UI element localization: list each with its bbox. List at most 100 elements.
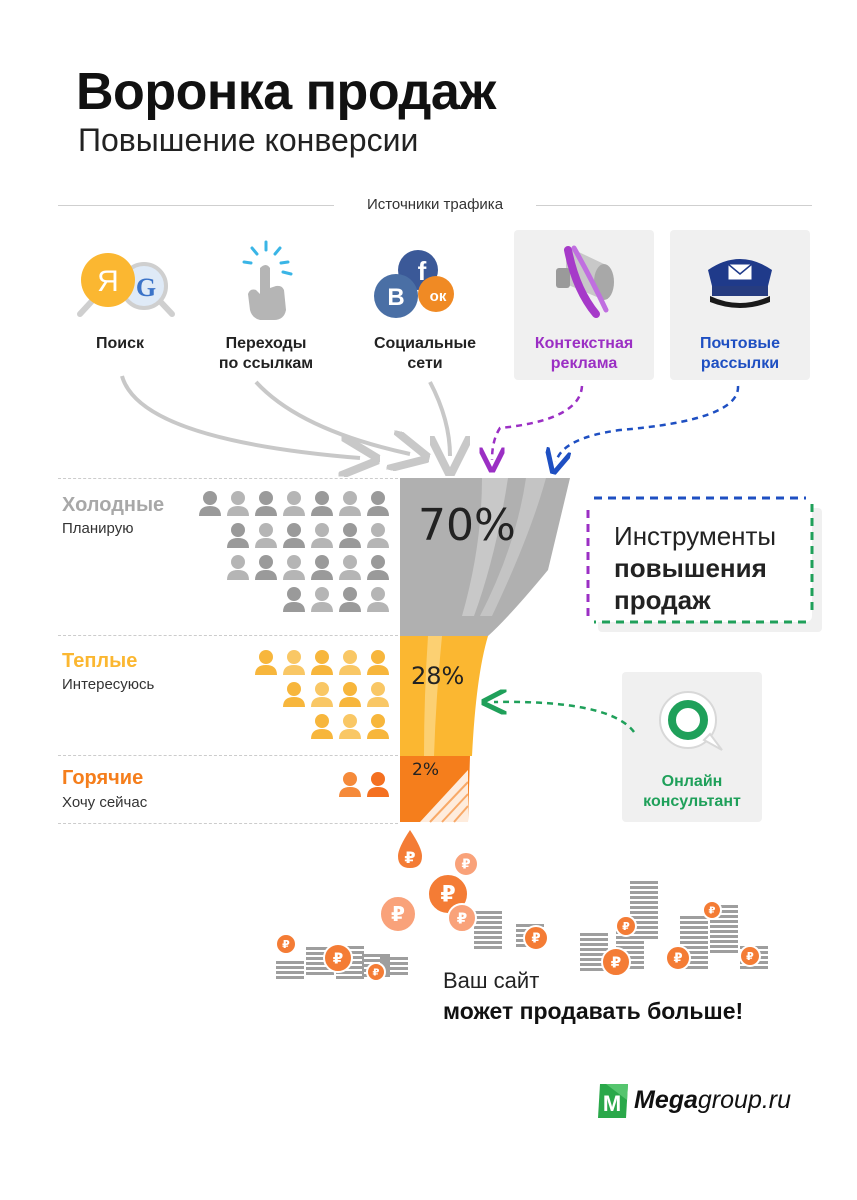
coin-stack-bar — [680, 931, 708, 934]
postman-cap-icon — [708, 259, 772, 308]
coin-stack-bar — [680, 916, 708, 919]
coin-stack-bar — [306, 972, 334, 975]
coin-stack-bar — [380, 962, 408, 965]
person-icon — [367, 650, 389, 675]
person-icon — [339, 682, 361, 707]
person-icon — [227, 491, 249, 516]
click-hand-icon — [242, 240, 293, 320]
ruble-symbol: ₽ — [461, 858, 470, 873]
coin-stack-bar — [630, 886, 658, 889]
coin-stack-bar — [306, 947, 334, 950]
ruble-symbol: ₽ — [746, 950, 754, 963]
ruble-coin — [702, 900, 722, 920]
person-icon — [367, 555, 389, 580]
person-icon — [311, 682, 333, 707]
source-label-search: Поиск — [95, 335, 144, 352]
person-icon — [311, 491, 333, 516]
ruble-symbol: ₽ — [282, 938, 290, 951]
tools-title: Инструменты повышения продаж — [614, 521, 777, 615]
coin-stack-bar — [580, 943, 608, 946]
traffic-arrows — [120, 375, 740, 480]
ruble-coin — [275, 933, 297, 955]
coin-stack-bar — [680, 961, 708, 964]
coin-stack-bar — [710, 950, 738, 953]
person-icon — [367, 523, 389, 548]
person-icon — [339, 555, 361, 580]
coin-stack-bar — [680, 956, 708, 959]
person-icon — [283, 650, 305, 675]
stage-subtitle-warm: Интересуюсь — [62, 676, 155, 693]
coin-stack-bar — [336, 976, 364, 979]
person-icon — [283, 555, 305, 580]
coin-stack-bar — [580, 963, 608, 966]
coin-stack-bar — [630, 896, 658, 899]
stage-separator-cold — [58, 635, 398, 636]
coin-stack-bar — [710, 905, 738, 908]
coins-illustration: ₽₽₽₽₽₽₽₽₽₽₽₽₽₽ — [275, 830, 768, 982]
coin-stack-bar — [710, 910, 738, 913]
brand-name: Megagroup.ru — [634, 1086, 792, 1114]
yandex-letter: Я — [97, 265, 119, 298]
person-icon — [367, 587, 389, 612]
funnel-segment-warm — [400, 636, 488, 756]
ruble-symbol: ₽ — [391, 902, 405, 926]
ruble-coin — [523, 925, 549, 951]
megagroup-logo-icon: M — [598, 1084, 628, 1118]
coin-stack-bar — [680, 951, 708, 954]
coin-stack-bar — [630, 891, 658, 894]
google-letter: G — [136, 273, 156, 302]
ruble-symbol: ₽ — [333, 949, 343, 967]
coin-stack-bar — [336, 946, 364, 949]
coin-stack-bar — [474, 946, 502, 949]
stage-subtitle-cold: Планирую — [62, 520, 134, 537]
stage-name-warm: Теплые — [62, 650, 138, 672]
ruble-coin — [447, 903, 477, 933]
ok-letter: ок — [430, 288, 447, 305]
coin-stack-bar — [474, 936, 502, 939]
person-icon — [255, 650, 277, 675]
arrow-social — [428, 381, 450, 456]
divider-left — [58, 205, 334, 206]
coin-stack-bar — [680, 921, 708, 924]
page-title: Воронка продаж — [76, 63, 496, 121]
ruble-symbol: ₽ — [709, 905, 716, 916]
coin-stack-bar — [616, 941, 644, 944]
stage-subtitle-hot: Хочу сейчас — [62, 794, 148, 811]
stage-separator-hot — [58, 823, 398, 824]
coin-stack-bar — [630, 901, 658, 904]
person-icon — [339, 587, 361, 612]
person-icon — [311, 523, 333, 548]
person-icon — [199, 491, 221, 516]
person-icon — [255, 523, 277, 548]
coin-stack-bar — [680, 936, 708, 939]
coin-stack-bar — [306, 967, 334, 970]
page-subtitle: Повышение конверсии — [78, 122, 419, 158]
ruble-symbol: ₽ — [373, 967, 380, 978]
chat-bubble-icon — [659, 691, 723, 751]
coin-stack-bar — [474, 911, 502, 914]
ruble-coin — [323, 943, 353, 973]
coin-stack-bar — [580, 948, 608, 951]
stage-separator-warm — [58, 755, 398, 756]
coin-stack-bar — [306, 952, 334, 955]
coin-stack-bar — [580, 953, 608, 956]
coin-stack-bar — [710, 940, 738, 943]
coin-stack-bar — [362, 954, 390, 957]
person-icon — [227, 555, 249, 580]
person-icon — [255, 491, 277, 516]
coin-stack-bar — [336, 971, 364, 974]
coin-stack-bar — [580, 968, 608, 971]
coin-stack-bar — [616, 951, 644, 954]
ruble-coin — [739, 945, 761, 967]
coin-stack-bar — [306, 957, 334, 960]
ruble-symbol: ₽ — [531, 932, 540, 947]
coin-stack-bar — [710, 925, 738, 928]
person-icon — [367, 682, 389, 707]
coin-stack-bar — [680, 926, 708, 929]
person-icon — [311, 650, 333, 675]
coin-stack-bar — [474, 921, 502, 924]
coin-stack-bar — [276, 961, 304, 964]
ruble-drop — [398, 830, 422, 868]
